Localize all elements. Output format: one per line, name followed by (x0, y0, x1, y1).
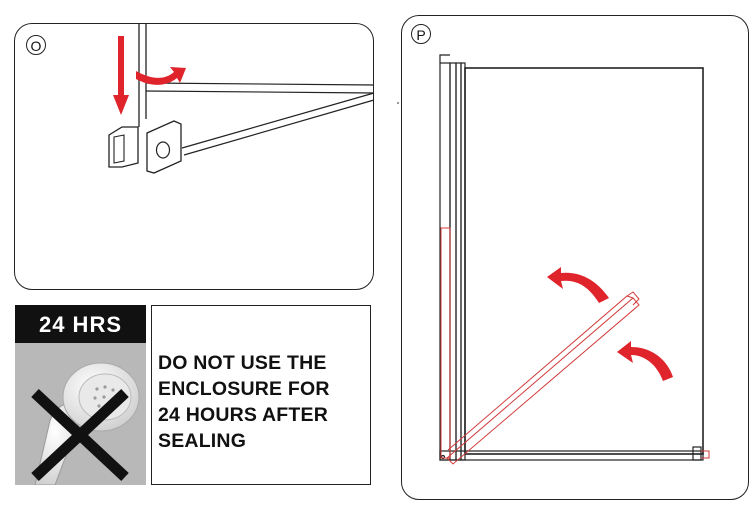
step-p-badge: P (411, 24, 431, 44)
red-curved-arrow-icon (547, 267, 609, 303)
reference-dot (397, 102, 399, 104)
warning-duration-header: 24 HRS (15, 305, 146, 343)
glass-top-edge (145, 82, 375, 94)
red-curved-arrow-icon (136, 67, 186, 85)
wall-profile (439, 54, 466, 461)
cross-mark-icon (31, 388, 129, 482)
step-p-illustration (397, 54, 710, 465)
hinge-knob (155, 141, 171, 159)
glass-bottom-edge (181, 92, 375, 156)
warning-message: DO NOT USE THE ENCLOSURE FOR 24 HOURS AF… (158, 352, 330, 452)
red-curved-arrow-icon (617, 341, 673, 381)
step-o-illustration (108, 23, 375, 174)
step-o-panel (14, 23, 374, 290)
red-swing-panel (446, 291, 640, 465)
warning-message-box (151, 305, 371, 485)
glass-door-panel (464, 67, 704, 455)
step-p-panel (401, 15, 749, 500)
red-down-arrow-icon (113, 36, 129, 115)
step-o-badge: O (26, 35, 46, 55)
red-seal-strip (440, 227, 710, 459)
